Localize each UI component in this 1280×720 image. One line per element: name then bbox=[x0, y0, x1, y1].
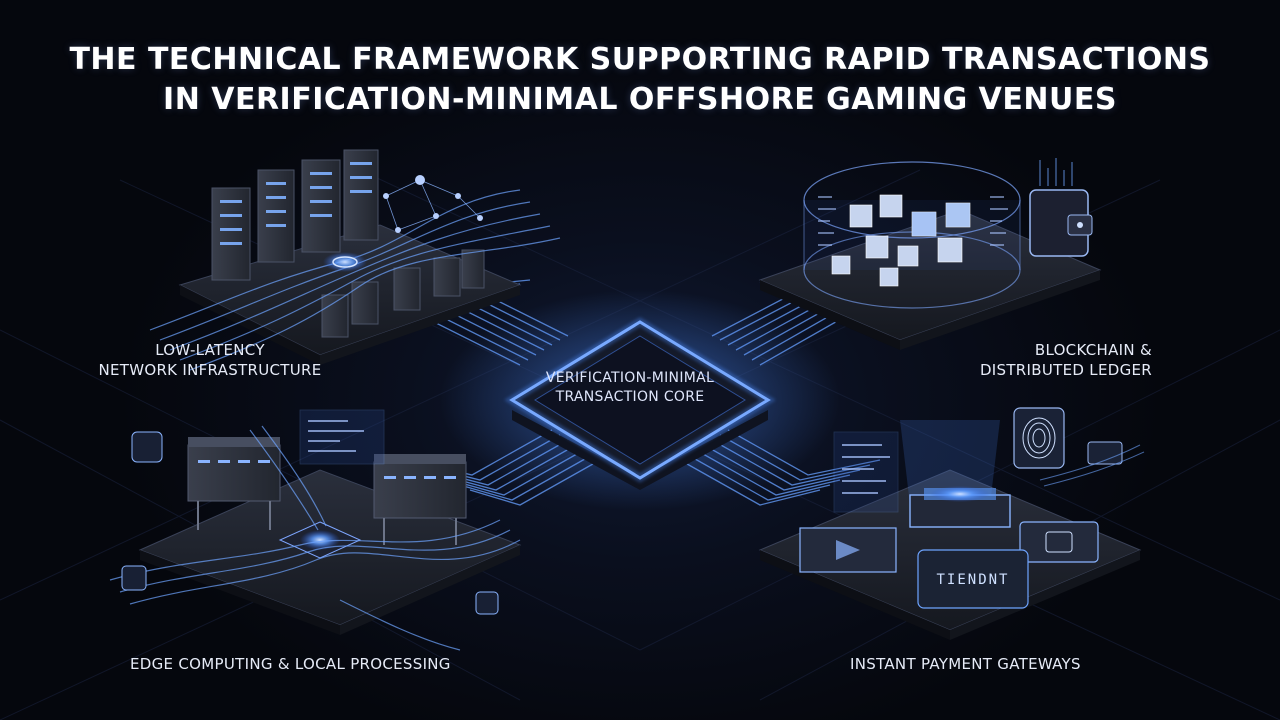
blockchain-label-line-1: Blockchain & bbox=[1034, 341, 1152, 359]
network-module bbox=[149, 149, 561, 371]
core-label-line-1: Verification-Minimal bbox=[545, 370, 715, 386]
edge-label: Edge Computing & Local Processing bbox=[130, 655, 451, 673]
receipt-panel-icon bbox=[833, 431, 899, 513]
blockchain-module bbox=[758, 158, 1102, 350]
payment-label: Instant Payment Gateways bbox=[850, 655, 1081, 673]
blockchain-label: Blockchain & Distributed Ledger bbox=[920, 340, 1152, 380]
network-label-line-1: Low-Latency bbox=[155, 341, 265, 359]
network-graph-icon bbox=[385, 179, 481, 231]
title-line-2: in Verification-Minimal Offshore Gaming … bbox=[163, 82, 1117, 117]
server-rack-icon bbox=[211, 149, 379, 281]
server-box-icon bbox=[321, 249, 485, 338]
data-panel-icon bbox=[299, 409, 385, 465]
lock-icon bbox=[121, 565, 147, 591]
ledger-blocks-icon bbox=[831, 194, 971, 287]
title-line-1: The Technical Framework Supporting Rapid… bbox=[69, 42, 1211, 77]
network-label: Low-Latency Network Infrastructure bbox=[90, 340, 330, 380]
payment-card-icon bbox=[917, 549, 1029, 609]
transaction-core-chip bbox=[440, 290, 840, 510]
pos-terminal-icon bbox=[909, 486, 1011, 528]
core-label: Verification-Minimal Transaction Core bbox=[510, 369, 750, 407]
edge-processor-icon bbox=[278, 521, 362, 559]
core-label-line-2: Transaction Core bbox=[555, 389, 705, 405]
fingerprint-icon bbox=[1013, 407, 1065, 469]
page-title: The Technical Framework Supporting Rapid… bbox=[40, 40, 1240, 120]
wallet-icon bbox=[1029, 158, 1093, 257]
payment-module bbox=[758, 407, 1145, 640]
payment-card-text: TIENDNT bbox=[936, 572, 1009, 588]
battery-icon bbox=[1087, 441, 1123, 465]
blockchain-label-line-2: Distributed Ledger bbox=[979, 361, 1152, 379]
edge-module bbox=[109, 409, 522, 651]
signal-icon bbox=[475, 591, 499, 615]
edge-server-icon bbox=[187, 437, 467, 545]
network-label-line-2: Network Infrastructure bbox=[98, 361, 322, 379]
card-reader-icon bbox=[799, 527, 897, 573]
shield-icon bbox=[131, 431, 163, 463]
mobile-pay-icon bbox=[1019, 521, 1099, 563]
